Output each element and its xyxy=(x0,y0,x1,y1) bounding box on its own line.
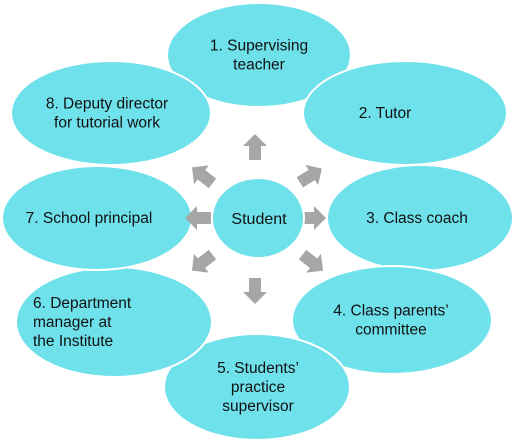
arrow-right-icon xyxy=(300,206,326,230)
node-label-line: 2. Tutor xyxy=(359,105,412,122)
node-class-coach: 3. Class coach xyxy=(326,164,512,272)
node-ellipse xyxy=(163,333,351,441)
node-label: 6. Department manager at the Institute xyxy=(33,295,132,350)
node-label-line: supervisor xyxy=(222,398,294,415)
arrow-down-icon xyxy=(243,278,267,304)
node-label: 2. Tutor xyxy=(359,105,412,122)
node-label-line: 5. Students’ xyxy=(217,360,299,377)
node-students-practice-supervisor: 5. Students’ practice supervisor xyxy=(163,333,351,441)
node-ellipse xyxy=(10,60,212,166)
node-label-line: for tutorial work xyxy=(54,115,160,132)
node-label-line: manager at xyxy=(33,314,112,331)
node-label: 3. Class coach xyxy=(366,210,468,227)
node-label: 7. School principal xyxy=(26,210,153,227)
node-school-principal: 7. School principal xyxy=(1,165,193,271)
node-label-line: the Institute xyxy=(33,333,113,350)
node-label-line: 6. Department xyxy=(33,295,132,312)
arrow-up-right-icon xyxy=(296,164,322,188)
node-label: 4. Class parents’ committee xyxy=(333,303,448,339)
node-label-line: 3. Class coach xyxy=(366,210,468,227)
node-label-line: practice xyxy=(231,379,285,396)
node-label-line: 4. Class parents’ xyxy=(333,303,448,320)
center-label: Student xyxy=(231,211,287,228)
node-label-line: committee xyxy=(355,322,427,339)
arrow-down-right-icon xyxy=(298,249,324,273)
node-ellipse xyxy=(166,2,352,108)
node-label: 5. Students’ practice supervisor xyxy=(217,360,299,415)
node-label-line: 1. Supervising xyxy=(210,38,308,55)
arrow-left-icon xyxy=(185,206,211,230)
node-label-line: 7. School principal xyxy=(26,210,153,227)
node-department-manager: 6. Department manager at the Institute xyxy=(15,266,213,378)
node-deputy-director: 8. Deputy director for tutorial work xyxy=(10,60,212,166)
node-label-line: 8. Deputy director xyxy=(46,96,168,113)
center-node: Student xyxy=(211,177,305,259)
node-label: 8. Deputy director for tutorial work xyxy=(46,96,168,132)
node-tutor: 2. Tutor xyxy=(302,60,508,166)
arrow-up-icon xyxy=(243,134,267,160)
node-supervising-teacher: 1. Supervising teacher xyxy=(166,2,352,108)
node-label: 1. Supervising teacher xyxy=(210,38,308,74)
node-class-parents-committee: 4. Class parents’ committee xyxy=(291,265,493,375)
arrow-up-left-icon xyxy=(191,165,217,189)
center-ellipse xyxy=(211,177,305,259)
node-ellipse xyxy=(291,265,493,375)
arrow-down-left-icon xyxy=(191,249,217,273)
node-label-line: teacher xyxy=(233,57,285,74)
